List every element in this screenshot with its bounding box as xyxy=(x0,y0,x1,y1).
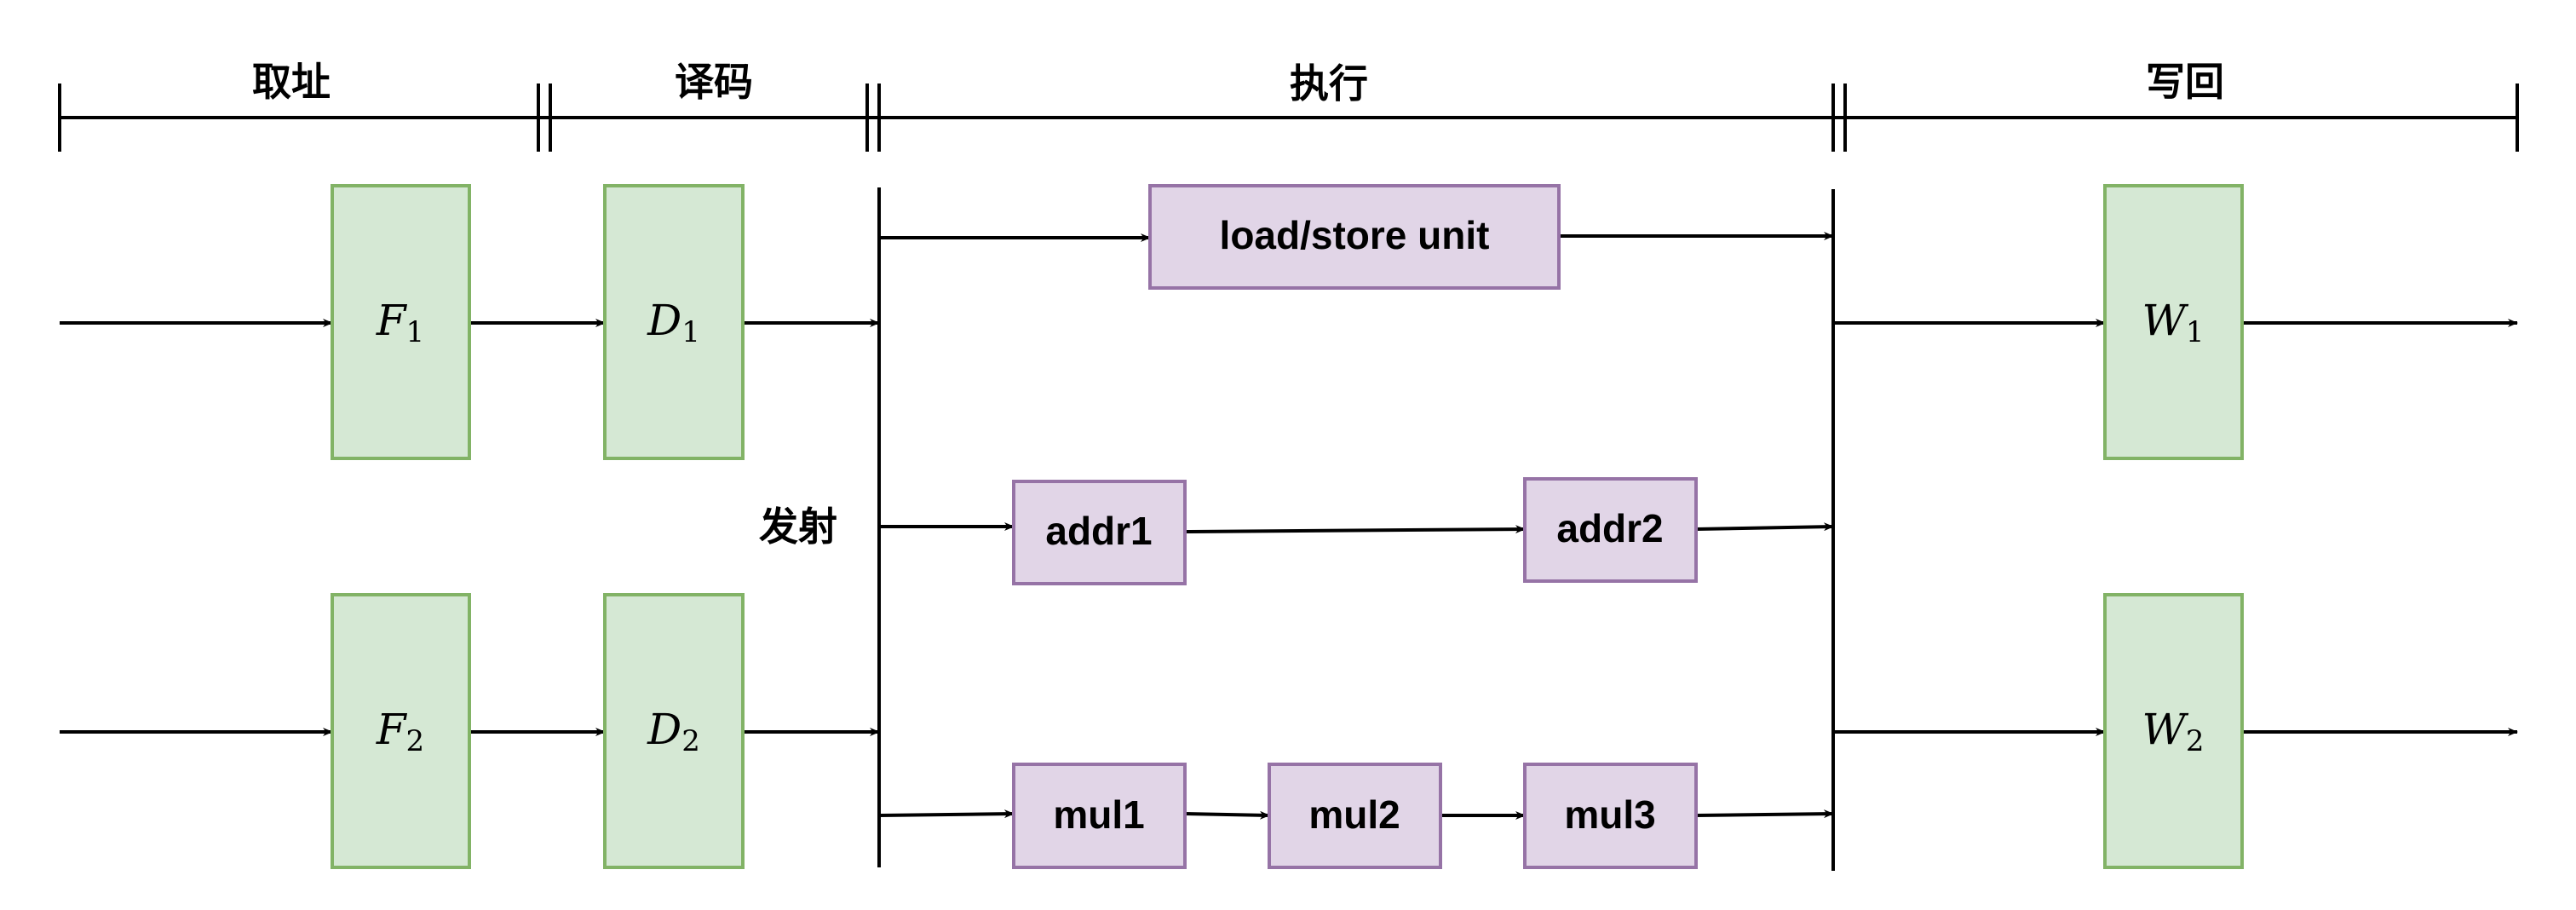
segment-label-writeback: 写回 xyxy=(2146,59,2224,105)
svg-text:W2: W2 xyxy=(2142,705,2204,758)
unit-mul2: mul2 xyxy=(1268,763,1442,869)
stage-f2-base: F xyxy=(376,705,408,754)
svg-text:D1: D1 xyxy=(647,296,700,349)
stage-f1-base: F xyxy=(376,296,408,345)
arrow-addr1-addr2 xyxy=(1184,525,1526,534)
stage-w2: W2 xyxy=(2103,593,2244,869)
arrow-issue-mul1 xyxy=(878,809,1015,819)
stage-d2: D2 xyxy=(603,593,745,869)
unit-addr1-label: addr1 xyxy=(1045,509,1152,553)
pipeline-arrows xyxy=(60,187,2518,871)
unit-addr1: addr1 xyxy=(1012,480,1187,585)
segment-label-decode: 译码 xyxy=(675,59,753,105)
stage-f1-sub: 1 xyxy=(406,315,425,349)
unit-loadstore: load/store unit xyxy=(1148,184,1561,290)
unit-mul1: mul1 xyxy=(1012,763,1187,869)
stage-w1-base: W xyxy=(2142,296,2188,345)
unit-addr2-label: addr2 xyxy=(1556,506,1663,550)
arrow-addr2-wb xyxy=(1695,522,1834,532)
svg-text:F2: F2 xyxy=(376,705,424,758)
stage-w1-sub: 1 xyxy=(2186,315,2205,349)
stage-d2-sub: 2 xyxy=(681,724,700,758)
execution-units: load/store unit addr1 addr2 mul1 mul2 mu… xyxy=(1012,184,1698,869)
unit-loadstore-label: load/store unit xyxy=(1220,213,1490,257)
stage-header-bar: 取址 译码 执行 写回 xyxy=(58,59,2519,152)
unit-mul2-label: mul2 xyxy=(1308,792,1400,837)
stage-f1: F1 xyxy=(331,184,471,460)
stage-d1-sub: 1 xyxy=(681,315,700,349)
issue-label: 发射 xyxy=(759,504,837,550)
svg-text:W1: W1 xyxy=(2142,296,2204,349)
stage-d1-base: D xyxy=(647,296,681,345)
segment-label-execute: 执行 xyxy=(1290,60,1368,107)
unit-mul3-label: mul3 xyxy=(1564,792,1655,837)
arrow-mul1-mul2 xyxy=(1184,810,1270,820)
stage-f2: F2 xyxy=(331,593,471,869)
stage-w2-sub: 2 xyxy=(2186,724,2205,758)
svg-text:F1: F1 xyxy=(376,296,424,349)
svg-text:D2: D2 xyxy=(647,705,700,758)
unit-addr2: addr2 xyxy=(1523,477,1698,583)
pipeline-stages: F1 D1 F2 D2 W1 W2 xyxy=(331,184,2244,869)
segment-label-fetch: 取址 xyxy=(252,59,331,105)
arrow-mul3-wb xyxy=(1695,809,1834,819)
stage-w1: W1 xyxy=(2103,184,2244,460)
unit-mul1-label: mul1 xyxy=(1053,792,1144,837)
stage-d2-base: D xyxy=(647,705,681,754)
stage-w2-base: W xyxy=(2142,705,2188,754)
unit-mul3: mul3 xyxy=(1523,763,1698,869)
stage-f2-sub: 2 xyxy=(406,724,425,758)
stage-d1: D1 xyxy=(603,184,745,460)
